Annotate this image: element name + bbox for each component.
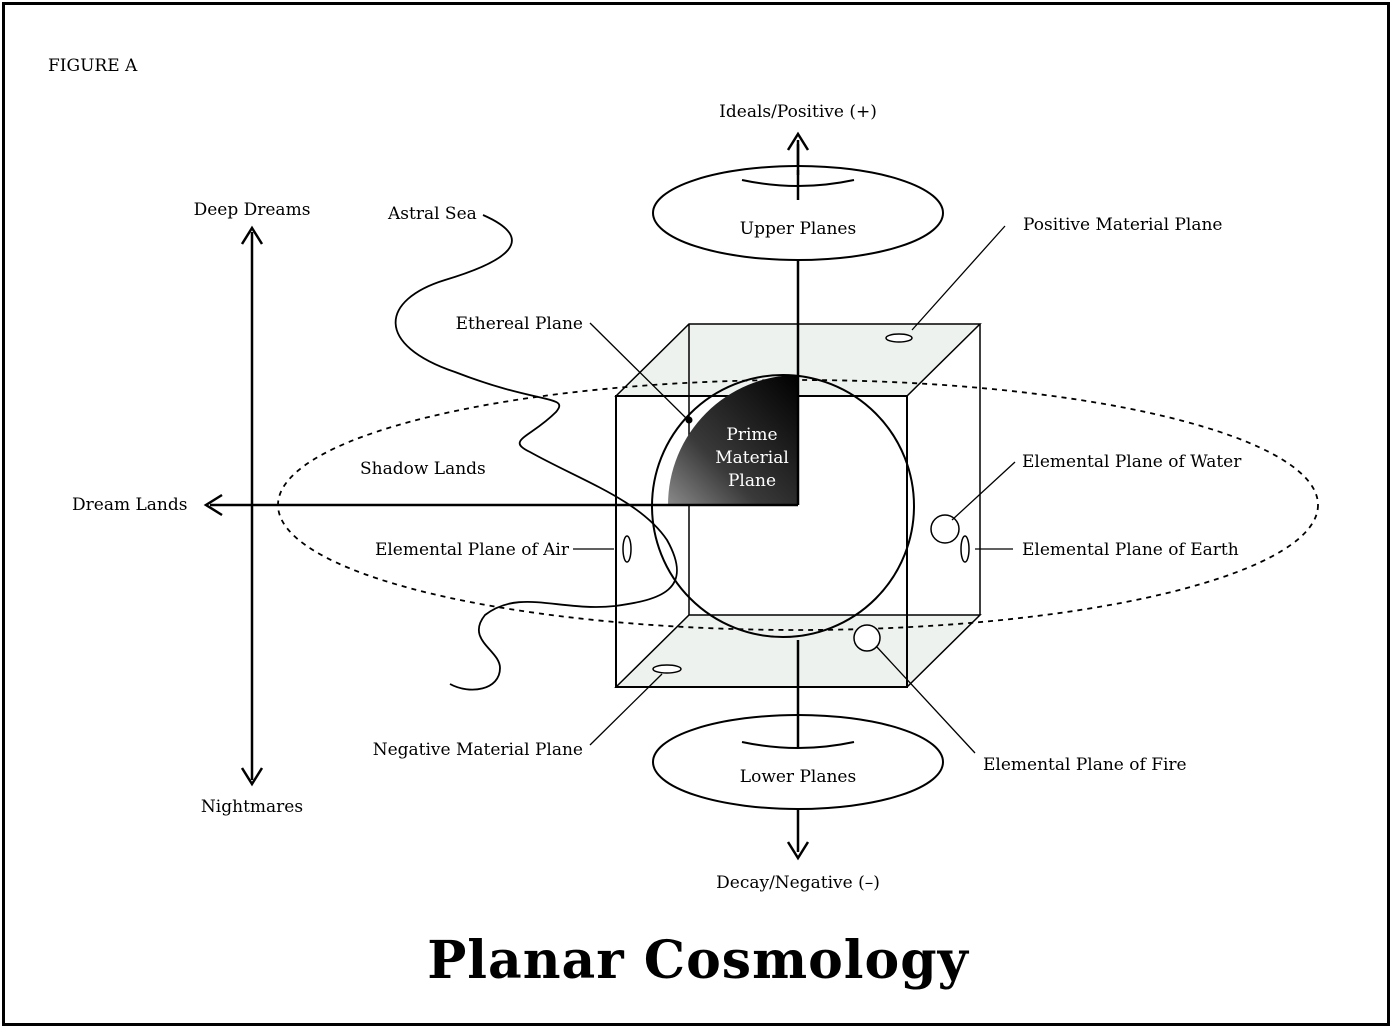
elemental-earth-oval [960,535,970,563]
negative-material-label: Negative Material Plane [372,740,583,760]
prime-line1: Prime [726,425,778,445]
prime-material-plane [668,375,798,505]
elemental-earth-label: Elemental Plane of Earth [1022,540,1239,560]
negative-material-oval [652,664,682,674]
elemental-water-circle [930,514,960,544]
page-title: Planar Cosmology [427,930,969,991]
prime-material-label: Prime Material Plane [707,424,797,493]
elemental-water-label: Elemental Plane of Water [1022,452,1242,472]
elemental-fire-circle [853,624,881,652]
elemental-air-oval [622,535,632,563]
elemental-air-label: Elemental Plane of Air [374,540,569,560]
deep-dreams-label: Deep Dreams [193,200,311,220]
ethereal-plane-label: Ethereal Plane [455,314,583,334]
ideals-positive-label: Ideals/Positive (+) [719,102,877,122]
prime-line2: Material [715,448,789,468]
nightmares-label: Nightmares [200,797,304,817]
dream-lands-label: Dream Lands [72,495,188,515]
figure-label: FIGURE A [48,56,138,76]
elemental-fire-label: Elemental Plane of Fire [983,755,1187,775]
shadow-lands-label: Shadow Lands [360,459,486,479]
positive-material-oval [885,333,913,343]
ethereal-sphere [651,374,915,638]
decay-negative-label: Decay/Negative (–) [716,873,880,893]
positive-material-label: Positive Material Plane [1023,215,1223,235]
lower-planes-label: Lower Planes [739,767,857,787]
prime-line3: Plane [727,471,777,491]
upper-planes-label: Upper Planes [739,219,857,239]
astral-sea-label: Astral Sea [388,204,477,224]
astral-sea-curve [394,214,678,691]
